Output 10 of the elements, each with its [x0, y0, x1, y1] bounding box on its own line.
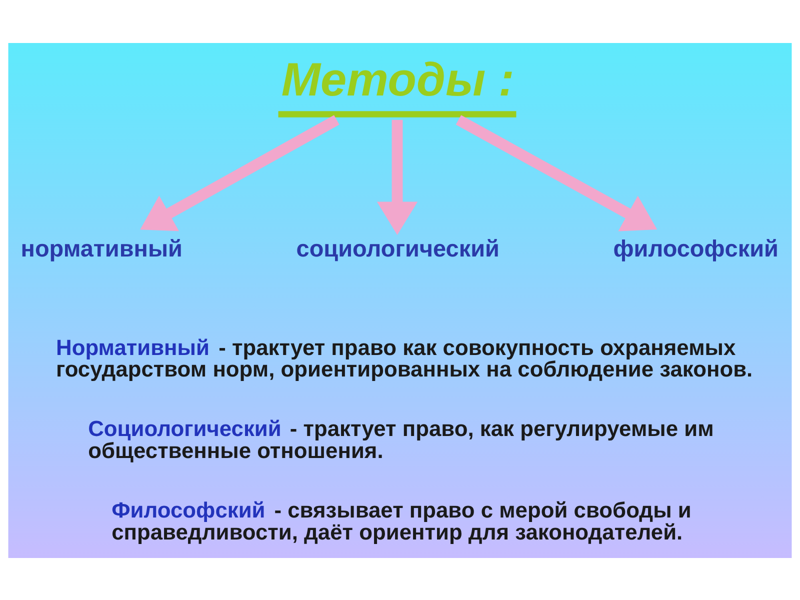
node-text: нормативный: [20, 235, 182, 262]
label: Нормативный - трактует право как совокупность охраняемых государством норм, ориентированных на соблюдение законов.: [56, 334, 753, 382]
arrow: [376, 119, 418, 234]
node-text: философский: [613, 235, 778, 262]
node-text: Методы :: [281, 52, 514, 105]
label: Социологический - трактует право, как регулируемые им общественные отношения.: [88, 416, 714, 463]
label: Философский - связывает право с мерой свободы и справедливости, даёт ориентир для законодателей.: [112, 497, 692, 544]
arrow: [140, 114, 340, 231]
node-text: социологический: [296, 235, 500, 262]
arrow: [456, 114, 658, 231]
